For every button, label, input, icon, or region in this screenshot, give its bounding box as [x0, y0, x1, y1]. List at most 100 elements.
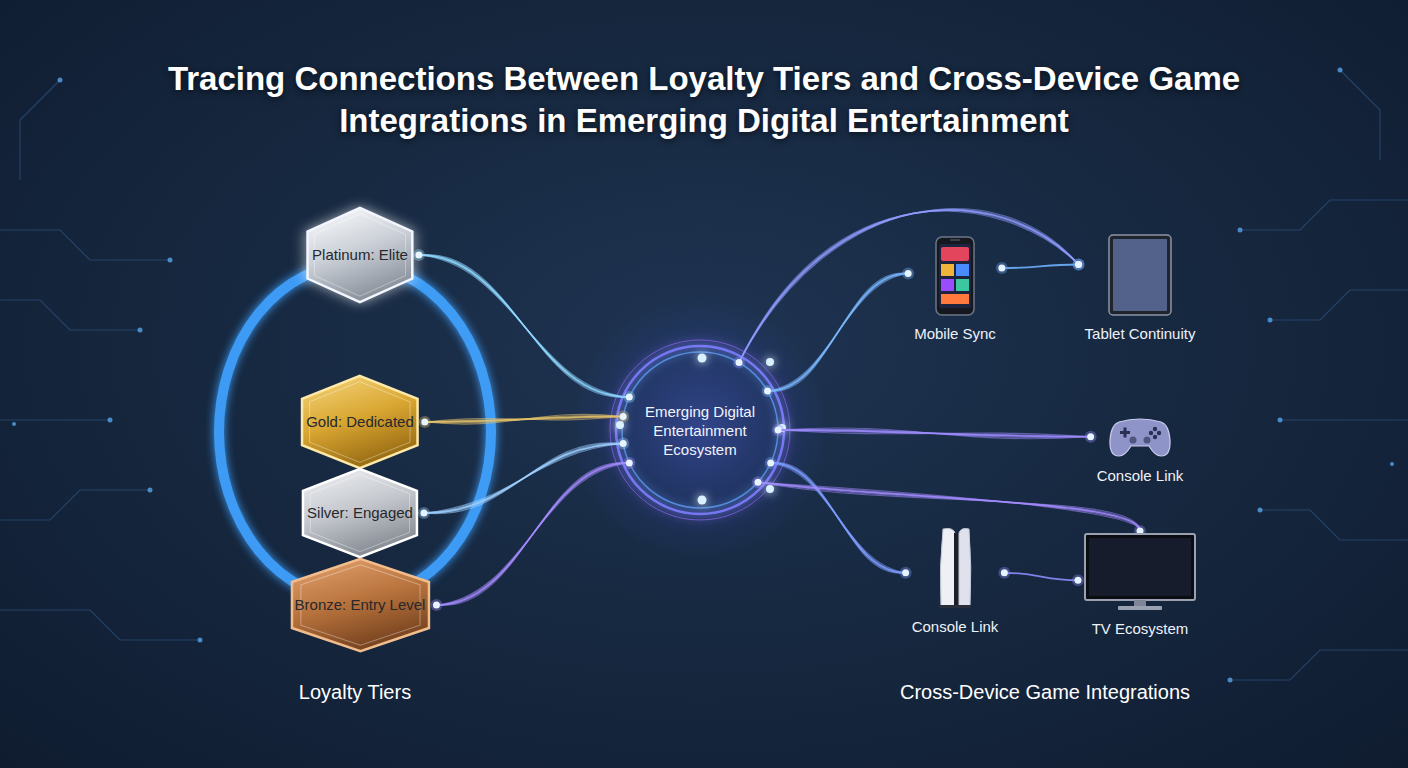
connector-strand: [778, 430, 1091, 437]
connector-dot: [767, 459, 774, 466]
connector: [733, 209, 1085, 369]
connector-strand: [424, 444, 623, 513]
connector-dot: [905, 270, 912, 277]
connector-dot-glow: [752, 476, 764, 488]
connector-dot: [626, 394, 633, 401]
connector-dot-glow: [765, 457, 777, 469]
connector-dot: [764, 388, 771, 395]
device-label: Console Link: [912, 618, 999, 636]
tier-ring: [219, 264, 491, 600]
connector-dot-glow: [1072, 574, 1084, 586]
connector-dot: [775, 427, 782, 434]
connector-strand: [424, 443, 623, 513]
connector: [430, 457, 635, 611]
connector-dot-glow: [900, 567, 912, 579]
ecosystem-hub: Emerging Digital Entertainment Ecosystem: [622, 352, 778, 508]
connector-strand: [739, 210, 1079, 363]
device-icon: [935, 236, 975, 316]
tier-label: Gold: Dedicated: [306, 413, 414, 431]
connector-dot-glow: [762, 385, 774, 397]
connector-dot-glow: [902, 267, 914, 279]
connector-strand: [436, 463, 629, 606]
tier-hexagon: Gold: Dedicated: [297, 374, 423, 470]
connector-dot: [1075, 577, 1082, 584]
connector-strand: [778, 430, 1091, 437]
connector-strand: [778, 428, 1091, 439]
device-label: TV Ecosystem: [1092, 620, 1189, 638]
section-label: Loyalty Tiers: [299, 680, 411, 704]
connector-dot-glow: [623, 457, 635, 469]
circuit-dots: [12, 68, 1394, 683]
connector-strand: [436, 463, 629, 605]
connector-dot: [1075, 261, 1082, 268]
device-label: Console Link: [1097, 467, 1184, 485]
device-icon: [1109, 416, 1171, 458]
device-label: Tablet Continuity: [1085, 325, 1196, 343]
device-icon: [937, 527, 973, 609]
circuit-traces: [0, 70, 1408, 680]
connector-dot: [736, 359, 743, 366]
connector-strand: [771, 463, 906, 573]
connector-dot: [620, 440, 627, 447]
connector: [419, 410, 629, 428]
device-node: Console Link: [908, 527, 1003, 636]
connector-dot-glow: [996, 262, 1008, 274]
connector-dot-glow: [998, 567, 1010, 579]
connector-strand: [771, 463, 906, 574]
connector-strand: [424, 444, 623, 513]
connector-strand: [436, 463, 629, 605]
device-icon: [1084, 533, 1196, 611]
connector-dot-glow: [430, 599, 442, 611]
connector-strand: [739, 209, 1079, 363]
connector-strand: [768, 273, 909, 391]
hub-label: Emerging Digital Entertainment Ecosystem: [634, 402, 766, 459]
connector-dot: [998, 265, 1005, 272]
connector-strand: [758, 482, 1140, 531]
connector: [772, 424, 1097, 443]
connector-dot: [421, 419, 428, 426]
connector-strand: [419, 255, 629, 397]
connector-strand: [758, 482, 1140, 531]
connector-strand: [758, 482, 1140, 531]
hub-ring: [610, 340, 790, 520]
connector: [765, 457, 912, 579]
connector-strand: [419, 255, 629, 397]
connector-dot-glow: [617, 410, 629, 422]
connector-dot: [433, 602, 440, 609]
connector-dot-glow: [419, 416, 431, 428]
connector-strand: [758, 482, 1140, 531]
connector: [752, 476, 1146, 537]
connector-dot-glow: [418, 507, 430, 519]
connector-dot-glow: [1073, 259, 1085, 271]
connector-strand: [771, 463, 906, 573]
connector-dot: [1001, 569, 1008, 576]
connector: [762, 267, 915, 397]
connector-strand: [424, 444, 623, 513]
connector-strand: [768, 273, 909, 391]
connector-strand: [425, 414, 623, 424]
connector-strand: [1002, 265, 1079, 269]
connector: [996, 259, 1085, 275]
connector-dot-glow: [623, 391, 635, 403]
device-icon: [1108, 234, 1172, 316]
connector-dot: [420, 510, 427, 517]
connector-strand: [419, 255, 629, 397]
diagram-title: Tracing Connections Between Loyalty Tier…: [129, 58, 1279, 142]
device-node: Console Link: [1093, 416, 1188, 485]
connector-dot-glow: [772, 424, 784, 436]
connector-strand: [1004, 573, 1078, 580]
connector-dot: [754, 479, 761, 486]
device-node: Tablet Continuity: [1081, 234, 1200, 343]
connector-dot-glow: [413, 249, 425, 261]
connector-dot-glow: [617, 438, 629, 450]
connector-strand: [424, 443, 623, 514]
connector-dot: [1087, 433, 1094, 440]
connector-dot-glow: [733, 356, 745, 368]
tier-hexagon: Platinum: Elite: [303, 206, 417, 304]
tier-label: Platinum: Elite: [312, 246, 408, 264]
connector: [413, 249, 635, 403]
connector-dot: [415, 252, 422, 259]
device-node: Mobile Sync: [910, 236, 1000, 343]
connector-strand: [436, 463, 629, 605]
connector-strand: [768, 273, 909, 391]
